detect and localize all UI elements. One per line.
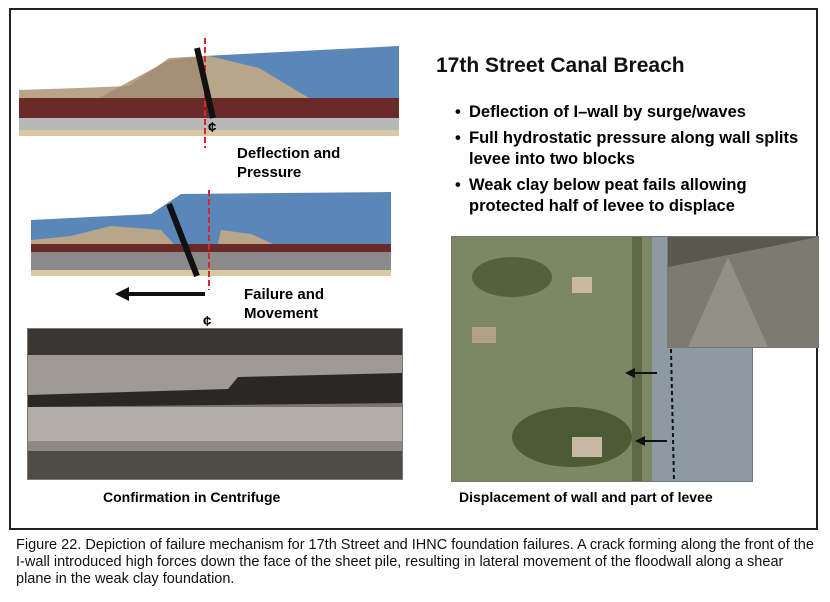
centerline-mark-1: ¢ — [208, 119, 217, 136]
movement-arrow-icon — [115, 287, 205, 301]
clay-layer-2 — [31, 250, 391, 270]
levee-cross-section-deflection — [19, 38, 399, 148]
bullet-item: • Weak clay below peat fails allowing pro… — [455, 175, 825, 217]
clay-layer — [19, 116, 399, 130]
bullet-text: Full hydrostatic pressure along wall spl… — [469, 129, 799, 168]
bullet-item: • Full hydrostatic pressure along wall sp… — [455, 128, 825, 170]
wall-closeup-image — [668, 237, 818, 347]
sand-layer-2 — [31, 270, 391, 276]
bullet-dot: • — [455, 103, 461, 121]
bullet-item: • Deflection of I–wall by surge/waves — [455, 102, 825, 123]
failure-label-line2: Movement — [244, 305, 319, 322]
aerial-caption: Displacement of wall and part of levee — [459, 489, 713, 505]
bullet-list: • Deflection of I–wall by surge/waves • Fu… — [455, 102, 825, 222]
displacement-arrow-icon-1 — [625, 368, 657, 378]
figure-caption: Figure 22. Depiction of failure mechanis… — [16, 537, 814, 587]
bullet-text: Deflection of I–wall by surge/waves — [469, 103, 746, 121]
peat-layer-2 — [31, 244, 391, 252]
centrifuge-caption: Confirmation in Centrifuge — [103, 489, 281, 505]
bullet-dot: • — [455, 129, 461, 147]
sand-layer — [19, 130, 399, 136]
figure-frame: ¢ Deflection and Pressure Failure and Mo… — [9, 8, 819, 530]
deflection-label: Deflection and Pressure — [237, 144, 340, 182]
slide-title: 17th Street Canal Breach — [436, 54, 685, 77]
wall-closeup-photo — [667, 236, 819, 348]
failure-label-line1: Failure and — [244, 286, 325, 303]
levee-cross-section-failure — [31, 190, 391, 290]
displacement-arrow-icon-2 — [635, 436, 667, 446]
failure-label: Failure and Movement — [244, 285, 324, 323]
levee-core — [99, 56, 204, 98]
centrifuge-model-image — [28, 329, 402, 479]
centerline-mark-2: ¢ — [203, 313, 212, 330]
i-wall-tilted — [166, 202, 200, 278]
i-wall — [194, 47, 216, 119]
deflection-label-line1: Deflection and — [237, 145, 341, 162]
deflection-label-line2: Pressure — [237, 164, 302, 181]
bullet-text: Weak clay below peat fails allowing prot… — [469, 176, 747, 215]
centrifuge-photo — [27, 328, 403, 480]
bullet-dot: • — [455, 176, 461, 194]
